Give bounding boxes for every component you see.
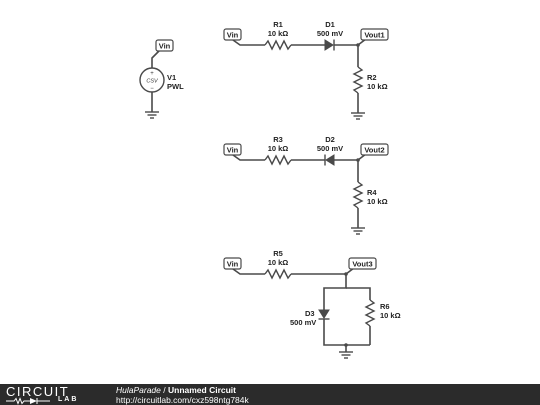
resistor-r1[interactable] — [264, 39, 292, 51]
stage-3: Vin R5 10 kΩ Vout3 D3 500 mV R6 10 kΩ — [223, 249, 401, 359]
node-tag-vin-source-label: Vin — [159, 42, 171, 51]
resistor-r3-value: 10 kΩ — [268, 144, 289, 153]
resistor-r5-value: 10 kΩ — [268, 258, 289, 267]
ground-symbol-stage-1 — [351, 112, 365, 120]
resistor-r1-label: R1 — [273, 20, 283, 29]
diode-d3[interactable] — [318, 309, 330, 320]
stage-2: Vin R3 10 kΩ D2 500 mV Vout2 R4 10 kΩ — [223, 135, 389, 235]
node-tag-vout1-label: Vout1 — [364, 31, 384, 40]
diode-d1[interactable] — [324, 39, 335, 51]
node-tag-vout3-label: Vout3 — [352, 260, 372, 269]
diode-d1-label: D1 — [325, 20, 335, 29]
node-tag-vout1[interactable] — [360, 28, 389, 41]
resistor-r6-value: 10 kΩ — [380, 311, 401, 320]
resistor-r5-label: R5 — [273, 249, 283, 258]
resistor-r4-value: 10 kΩ — [367, 197, 388, 206]
circuitlab-logo[interactable]: CIRCUIT LAB — [6, 384, 106, 405]
footer-bar: CIRCUIT LAB HulaParade / Unnamed Circuit… — [0, 384, 540, 405]
resistor-r5[interactable] — [264, 268, 292, 280]
resistor-r6[interactable] — [364, 299, 376, 327]
circuit-url-link[interactable]: http://circuitlab.com/cxz598ntg784k — [116, 394, 249, 405]
diode-d3-value: 500 mV — [290, 318, 316, 327]
diode-d2-value: 500 mV — [317, 144, 343, 153]
diode-d1-value: 500 mV — [317, 29, 343, 38]
resistor-r3-label: R3 — [273, 135, 283, 144]
node-tag-vin-1[interactable] — [223, 28, 242, 41]
circuit-schematic: Vin + CSV − V1 PWL Vin R1 10 kΩ D1 500 m… — [139, 20, 401, 359]
node-tag-vin-2[interactable] — [223, 143, 242, 156]
resistor-r2-value: 10 kΩ — [367, 82, 388, 91]
logo-wordmark-top: CIRCUIT — [6, 384, 70, 399]
logo-wordmark-bottom: LAB — [58, 396, 79, 403]
diode-d3-label: D3 — [305, 309, 315, 318]
node-tag-vout3[interactable] — [348, 257, 377, 270]
source-plus-sign: + — [150, 71, 154, 77]
resistor-r6-label: R6 — [380, 302, 390, 311]
logo-circuit-trace-icon — [6, 397, 50, 405]
author-link[interactable]: HulaParade — [116, 385, 161, 395]
ground-symbol-stage-2 — [351, 227, 365, 235]
node-tag-vin-1-label: Vin — [227, 31, 239, 40]
ground-symbol-v1 — [145, 111, 159, 119]
resistor-r4-label: R4 — [367, 188, 377, 197]
credit-line: HulaParade / Unnamed Circuit — [116, 385, 236, 395]
source-symbol: CSV — [146, 79, 159, 85]
diode-d2-label: D2 — [325, 135, 335, 144]
source-type: PWL — [167, 82, 184, 91]
node-tag-vout2-label: Vout2 — [364, 146, 384, 155]
resistor-r2-label: R2 — [367, 73, 377, 82]
node-tag-vout2[interactable] — [360, 143, 389, 156]
source-minus-sign: − — [150, 86, 154, 92]
node-tag-vin-3-label: Vin — [227, 260, 239, 269]
resistor-r2[interactable] — [352, 66, 364, 94]
circuit-title[interactable]: Unnamed Circuit — [167, 385, 236, 395]
ground-symbol-stage-3 — [339, 351, 353, 359]
diode-d2[interactable] — [324, 154, 335, 166]
stage-1: Vin R1 10 kΩ D1 500 mV Vout1 R2 10 kΩ — [223, 20, 389, 120]
resistor-r3[interactable] — [264, 154, 292, 166]
node-tag-vin-3[interactable] — [223, 257, 242, 270]
node-tag-vin-2-label: Vin — [227, 146, 239, 155]
node-tag-vin-source — [155, 39, 174, 52]
resistor-r4[interactable] — [352, 181, 364, 209]
voltage-source-v1[interactable]: Vin + CSV − V1 PWL — [139, 39, 184, 119]
source-label: V1 — [167, 73, 176, 82]
credit-separator: / — [160, 385, 168, 395]
resistor-r1-value: 10 kΩ — [268, 29, 289, 38]
